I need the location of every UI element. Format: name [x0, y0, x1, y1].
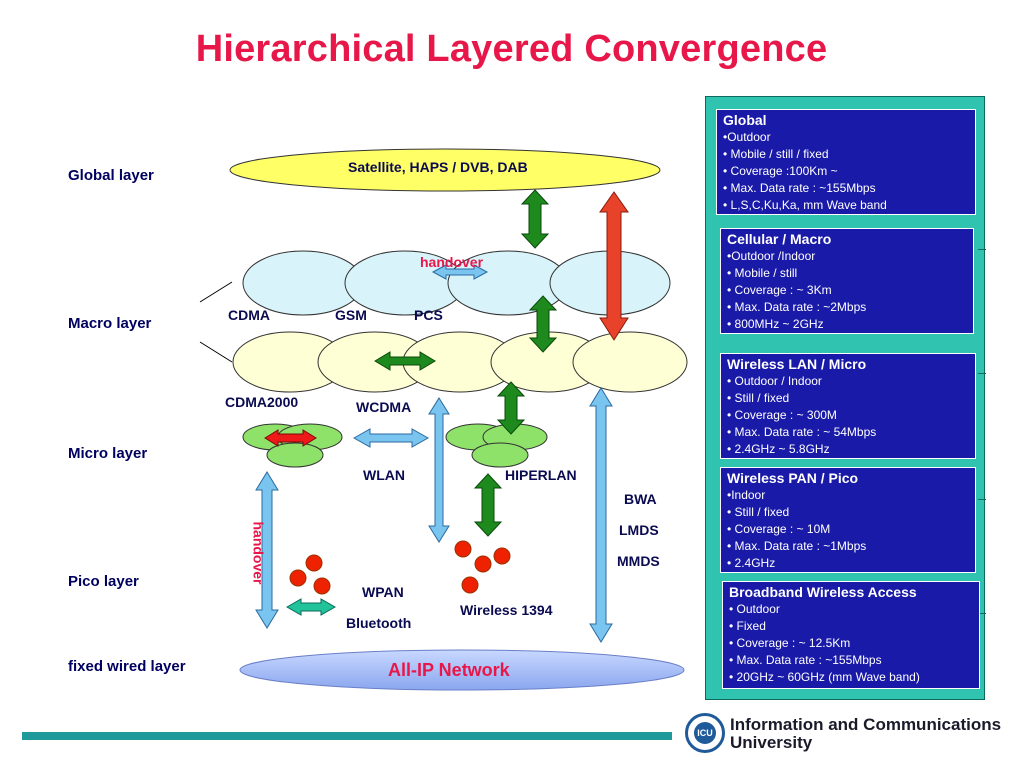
all-ip-label: All-IP Network	[388, 660, 510, 680]
arrow-macro-micro	[496, 381, 526, 435]
panel-global: Global •Outdoor • Mobile / still / fixed…	[716, 109, 976, 215]
logo-text: ICU	[694, 722, 716, 744]
arrow-pico-horizontal	[285, 598, 337, 616]
footer-divider	[22, 732, 672, 740]
pico-dots-left	[289, 554, 331, 595]
satellite-ellipse	[229, 148, 661, 192]
satellite-label: Satellite, HAPS / DVB, DAB	[348, 159, 528, 175]
panel-heading: Broadband Wireless Access	[729, 584, 917, 600]
bwa-label: BWA	[624, 491, 657, 507]
university-logo: ICU	[685, 713, 725, 753]
arrow-wcdma-vertical	[428, 397, 450, 543]
micro-cluster-left	[242, 423, 343, 468]
handover-side-label: handover	[250, 521, 267, 585]
arrow-micro-pico	[255, 471, 279, 629]
bluetooth-label: Bluetooth	[346, 615, 412, 631]
lmds-label: LMDS	[619, 522, 659, 538]
arrow-global-macro-red	[599, 191, 629, 341]
arrow-micro-horizontal	[352, 428, 430, 448]
university-name: Information and Communications Universit…	[730, 716, 1001, 752]
wcdma-label: WCDMA	[356, 399, 412, 415]
info-panel: Global •Outdoor • Mobile / still / fixed…	[705, 96, 986, 700]
panel-cellular-macro: Cellular / Macro •Outdoor /Indoor • Mobi…	[720, 228, 974, 334]
pico-dots-right	[454, 540, 511, 594]
layer-label-micro: Micro layer	[68, 445, 148, 462]
panel-broadband-wireless-access: Broadband Wireless Access • Outdoor • Fi…	[722, 581, 980, 689]
arrow-micro-red	[264, 429, 317, 447]
panel-wireless-lan-micro: Wireless LAN / Micro • Outdoor / Indoor …	[720, 353, 976, 459]
wireless1394-label: Wireless 1394	[460, 602, 553, 618]
handover-top-label: handover	[420, 254, 484, 270]
arrow-handover-top	[431, 264, 489, 280]
gsm-label: GSM	[335, 307, 367, 323]
macro-cells-lower	[232, 331, 688, 393]
wpan-label: WPAN	[362, 584, 404, 600]
macro-cell-lower-5	[572, 331, 688, 393]
mmds-label: MMDS	[617, 553, 660, 569]
hiperlan-label: HIPERLAN	[505, 467, 577, 483]
panel-heading: Global	[723, 112, 767, 128]
cdma-label: CDMA	[228, 307, 270, 323]
all-ip-ellipse	[239, 649, 685, 691]
university-name-line1: Information and Communications	[730, 715, 1002, 734]
pcs-label: PCS	[414, 307, 443, 323]
arrow-macro-inner	[528, 295, 558, 353]
arrow-macro-horizontal	[374, 351, 436, 371]
wlan-label: WLAN	[363, 467, 405, 483]
university-name-line2: University	[730, 733, 813, 752]
layer-label-pico: Pico layer	[68, 573, 139, 590]
panel-heading: Wireless LAN / Micro	[727, 356, 867, 372]
arrow-global-macro	[520, 189, 550, 249]
layer-label-fixed: fixed wired layer	[68, 658, 186, 675]
panel-wireless-pan-pico: Wireless PAN / Pico •Indoor • Still / fi…	[720, 467, 976, 573]
cdma2000-label: CDMA2000	[225, 394, 299, 410]
macro-connector-line-top	[199, 281, 233, 303]
layer-label-macro: Macro layer	[68, 315, 152, 332]
arrow-bwa-vertical	[589, 387, 613, 643]
page-title: Hierarchical Layered Convergence	[195, 28, 828, 70]
panel-heading: Wireless PAN / Pico	[727, 470, 859, 486]
panel-heading: Cellular / Macro	[727, 231, 832, 247]
arrow-hiperlan-pico	[473, 473, 503, 537]
macro-connector-line-bottom	[199, 341, 233, 363]
micro-cluster-right	[445, 423, 548, 468]
layer-label-global: Global layer	[68, 167, 154, 184]
